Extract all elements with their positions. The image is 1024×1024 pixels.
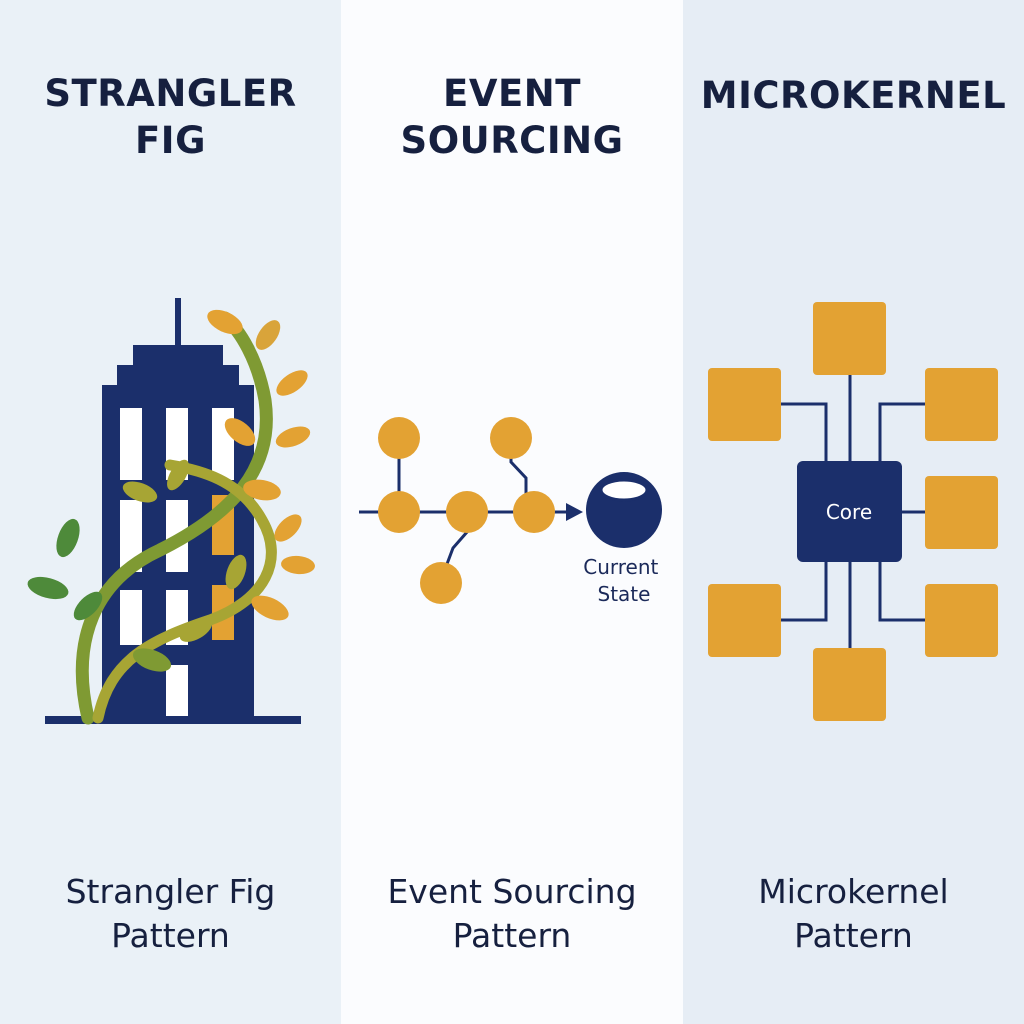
strangler-fig-panel: STRANGLER FIG — [0, 0, 341, 1024]
strangler-fig-caption: Strangler Fig Pattern — [0, 870, 341, 958]
current-state-label-line-1: Current — [583, 555, 658, 579]
event-node — [378, 417, 420, 459]
microkernel-caption: Microkernel Pattern — [683, 870, 1024, 958]
plugin-module — [708, 368, 781, 441]
event-sourcing-illustration: Current State — [359, 417, 664, 606]
current-state-icon — [586, 472, 662, 548]
microkernel-caption-line-1: Microkernel — [758, 872, 949, 911]
event-node — [490, 417, 532, 459]
current-state-label-line-2: State — [598, 582, 651, 606]
strangler-fig-title-line-2: FIG — [135, 119, 206, 162]
microkernel-title-line-1: MICROKERNEL — [700, 74, 1007, 117]
microkernel-illustration: Core — [708, 302, 998, 721]
event-sourcing-title-line-1: EVENT — [443, 72, 581, 115]
plugin-module — [925, 584, 998, 657]
plugin-module — [813, 648, 886, 721]
current-state-label: Current State — [583, 555, 664, 606]
plugin-module — [708, 584, 781, 657]
strangler-fig-caption-line-2: Pattern — [111, 916, 230, 955]
event-nodes — [378, 417, 555, 604]
event-node — [513, 491, 555, 533]
core-label: Core — [826, 500, 872, 524]
event-sourcing-title: EVENT SOURCING — [341, 70, 683, 164]
event-sourcing-caption-line-1: Event Sourcing — [387, 872, 637, 911]
plugin-modules — [708, 302, 998, 721]
plugin-module — [813, 302, 886, 375]
strangler-fig-caption-line-1: Strangler Fig — [65, 872, 276, 911]
event-sourcing-title-line-2: SOURCING — [400, 119, 624, 162]
event-node — [446, 491, 488, 533]
leaves-icon — [27, 309, 315, 672]
event-node — [378, 491, 420, 533]
building-icon — [45, 298, 301, 724]
strangler-fig-title-line-1: STRANGLER — [44, 72, 297, 115]
event-node — [420, 562, 462, 604]
plugin-connectors — [781, 375, 925, 650]
microkernel-title: MICROKERNEL — [683, 72, 1024, 119]
event-sourcing-panel: EVENT SOURCING — [341, 0, 683, 1024]
arrow-head-icon — [566, 503, 583, 521]
vine-icon — [75, 311, 277, 725]
plugin-module — [925, 368, 998, 441]
core-module — [797, 461, 902, 562]
event-sourcing-caption-line-2: Pattern — [452, 916, 572, 955]
event-sourcing-caption: Event Sourcing Pattern — [341, 870, 683, 958]
microkernel-caption-line-2: Pattern — [794, 916, 913, 955]
strangler-fig-illustration — [27, 298, 315, 725]
strangler-fig-title: STRANGLER FIG — [0, 70, 341, 164]
plugin-module — [925, 476, 998, 549]
microkernel-panel: MICROKERNEL Core — [683, 0, 1024, 1024]
